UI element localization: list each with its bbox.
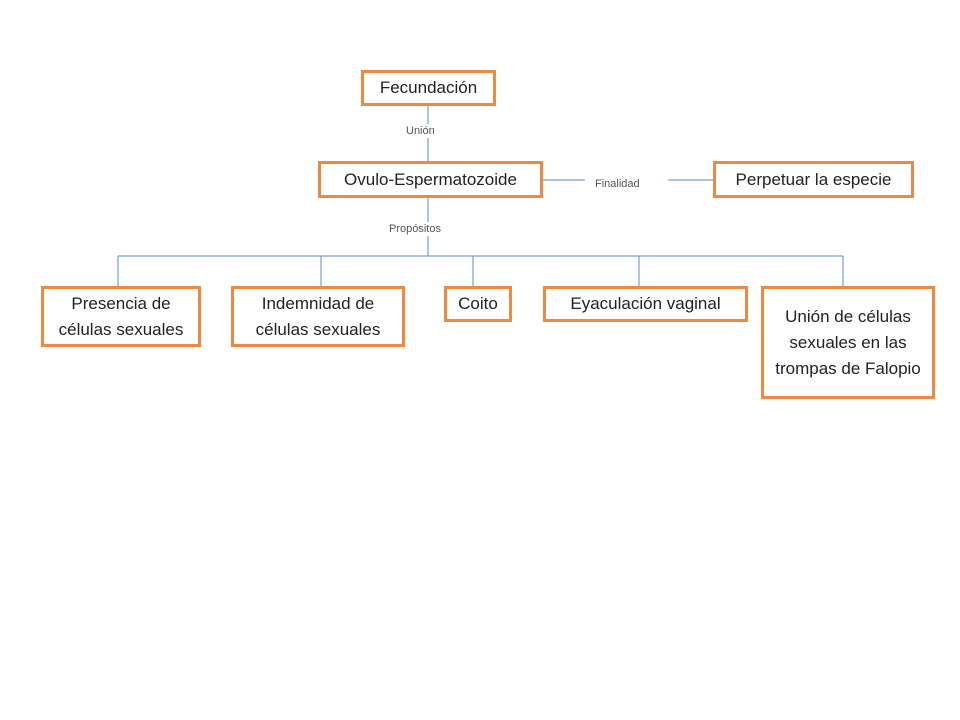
- node-presencia: Presencia de células sexuales: [41, 286, 201, 347]
- node-perpetuar-especie-label: Perpetuar la especie: [735, 169, 892, 189]
- node-union-celulas-label: Unión de células sexuales en las trompas…: [775, 306, 921, 378]
- node-presencia-label: Presencia de células sexuales: [58, 293, 184, 339]
- node-indemnidad: Indemnidad de células sexuales: [231, 286, 405, 347]
- node-eyaculacion-label: Eyaculación vaginal: [570, 294, 721, 313]
- node-fecundacion: Fecundación: [361, 70, 496, 106]
- node-perpetuar-especie: Perpetuar la especie: [713, 161, 914, 198]
- node-coito-label: Coito: [458, 294, 498, 313]
- node-indemnidad-label: Indemnidad de células sexuales: [255, 293, 381, 339]
- connector-label-union: Unión: [404, 124, 437, 138]
- node-eyaculacion: Eyaculación vaginal: [543, 286, 748, 322]
- connector-label-finalidad: Finalidad: [593, 177, 642, 191]
- node-union-celulas: Unión de células sexuales en las trompas…: [761, 286, 935, 399]
- node-fecundacion-label: Fecundación: [379, 78, 478, 97]
- node-coito: Coito: [444, 286, 512, 322]
- connector-label-propositos: Propósitos: [387, 222, 443, 236]
- node-ovulo-espermatozoide-label: Ovulo-Espermatozoide: [344, 169, 517, 189]
- node-ovulo-espermatozoide: Ovulo-Espermatozoide: [318, 161, 543, 198]
